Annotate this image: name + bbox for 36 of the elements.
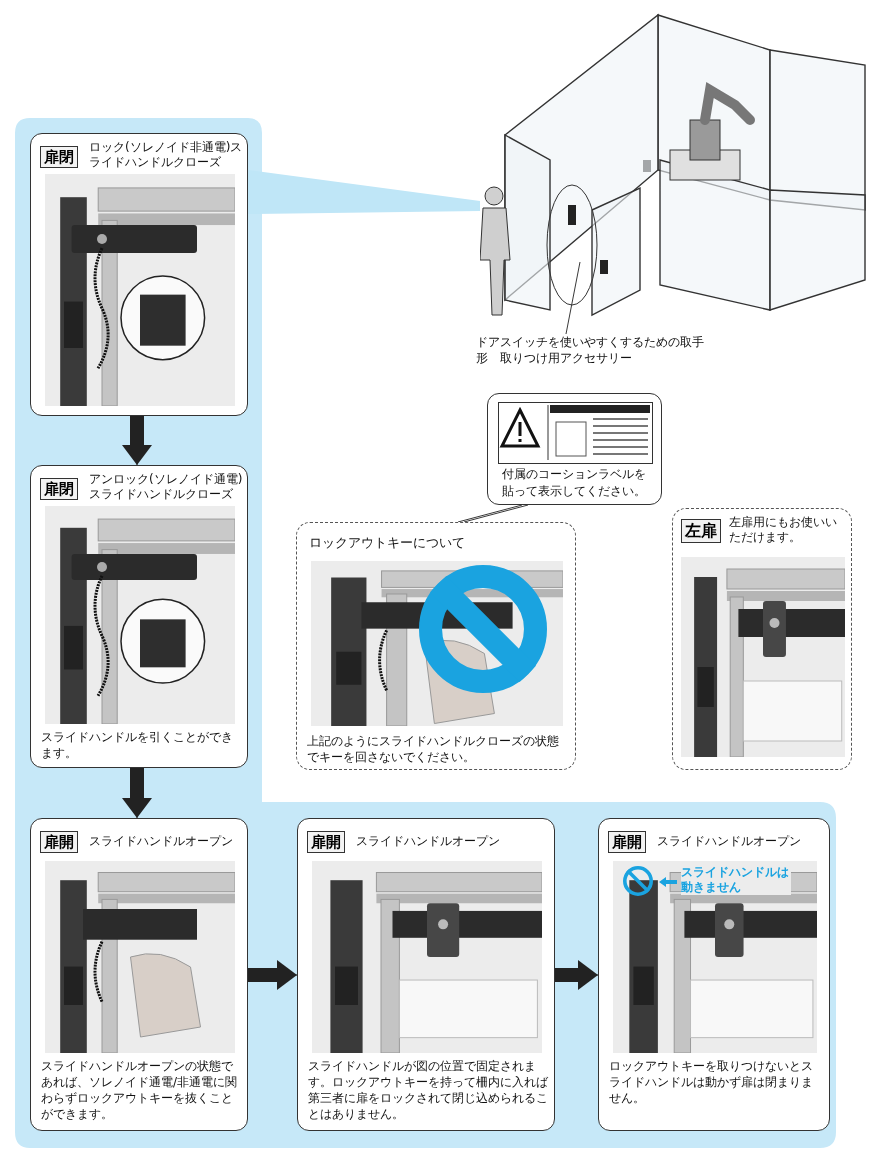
instruction-text: 付属のコーションラベルを貼って表示してください。 [502, 466, 647, 500]
description-text: スライドハンドルオープンの状態であれば、ソレノイド通電/非通電に関わらずロックアウトキーを抜くことができます。 [41, 1058, 239, 1122]
step-title: スライドハンドルオープン [657, 834, 802, 849]
arrow [554, 960, 599, 990]
projection-beam [248, 170, 480, 214]
note-card [296, 522, 576, 770]
caution-card [487, 393, 662, 505]
step-title: ロック(ソレノイド非通電)スライドハンドルクローズ [89, 140, 244, 170]
state-label: 扉開 [40, 831, 78, 853]
state-label: 左扉 [681, 519, 721, 543]
warning-text: スライドハンドルは動きません [681, 865, 791, 895]
arrow [122, 767, 152, 819]
state-label: 扉開 [608, 831, 646, 853]
state-label: 扉閉 [40, 146, 78, 168]
description-text: スライドハンドルが図の位置で固定されます。ロックアウトキーを持って柵内に入れば第三者に扉をロックされて閉じ込められることはありません。 [308, 1058, 548, 1122]
state-label: 扉閉 [40, 478, 78, 500]
arrow [247, 960, 298, 990]
step-card [30, 818, 248, 1131]
leader-line [457, 504, 529, 523]
note-text: 左扉用にもお使いいただけます。 [729, 515, 838, 545]
arrow [122, 415, 152, 466]
step-card [30, 133, 248, 416]
caption-text: ドアスイッチを使いやすくするための取手形 取りつけ用アクセサリー [476, 334, 705, 366]
step-title: アンロック(ソレノイド通電)スライドハンドルクローズ [89, 472, 244, 502]
step-title: スライドハンドルオープン [356, 834, 501, 849]
description-text: スライドハンドルを引くことができます。 [41, 729, 234, 761]
note-text: 上記のようにスライドハンドルクローズの状態でキーを回さないでください。 [307, 733, 560, 765]
leader-line [565, 261, 581, 335]
description-text: ロックアウトキーを取りつけないとスライドハンドルは動かず扉は閉まりません。 [609, 1058, 814, 1106]
step-card [598, 818, 830, 1131]
step-card [30, 465, 248, 768]
state-label: 扉開 [307, 831, 345, 853]
step-card [297, 818, 555, 1131]
step-title: スライドハンドルオープン [89, 834, 234, 849]
note-card [672, 508, 852, 770]
note-title: ロックアウトキーについて [309, 535, 466, 551]
